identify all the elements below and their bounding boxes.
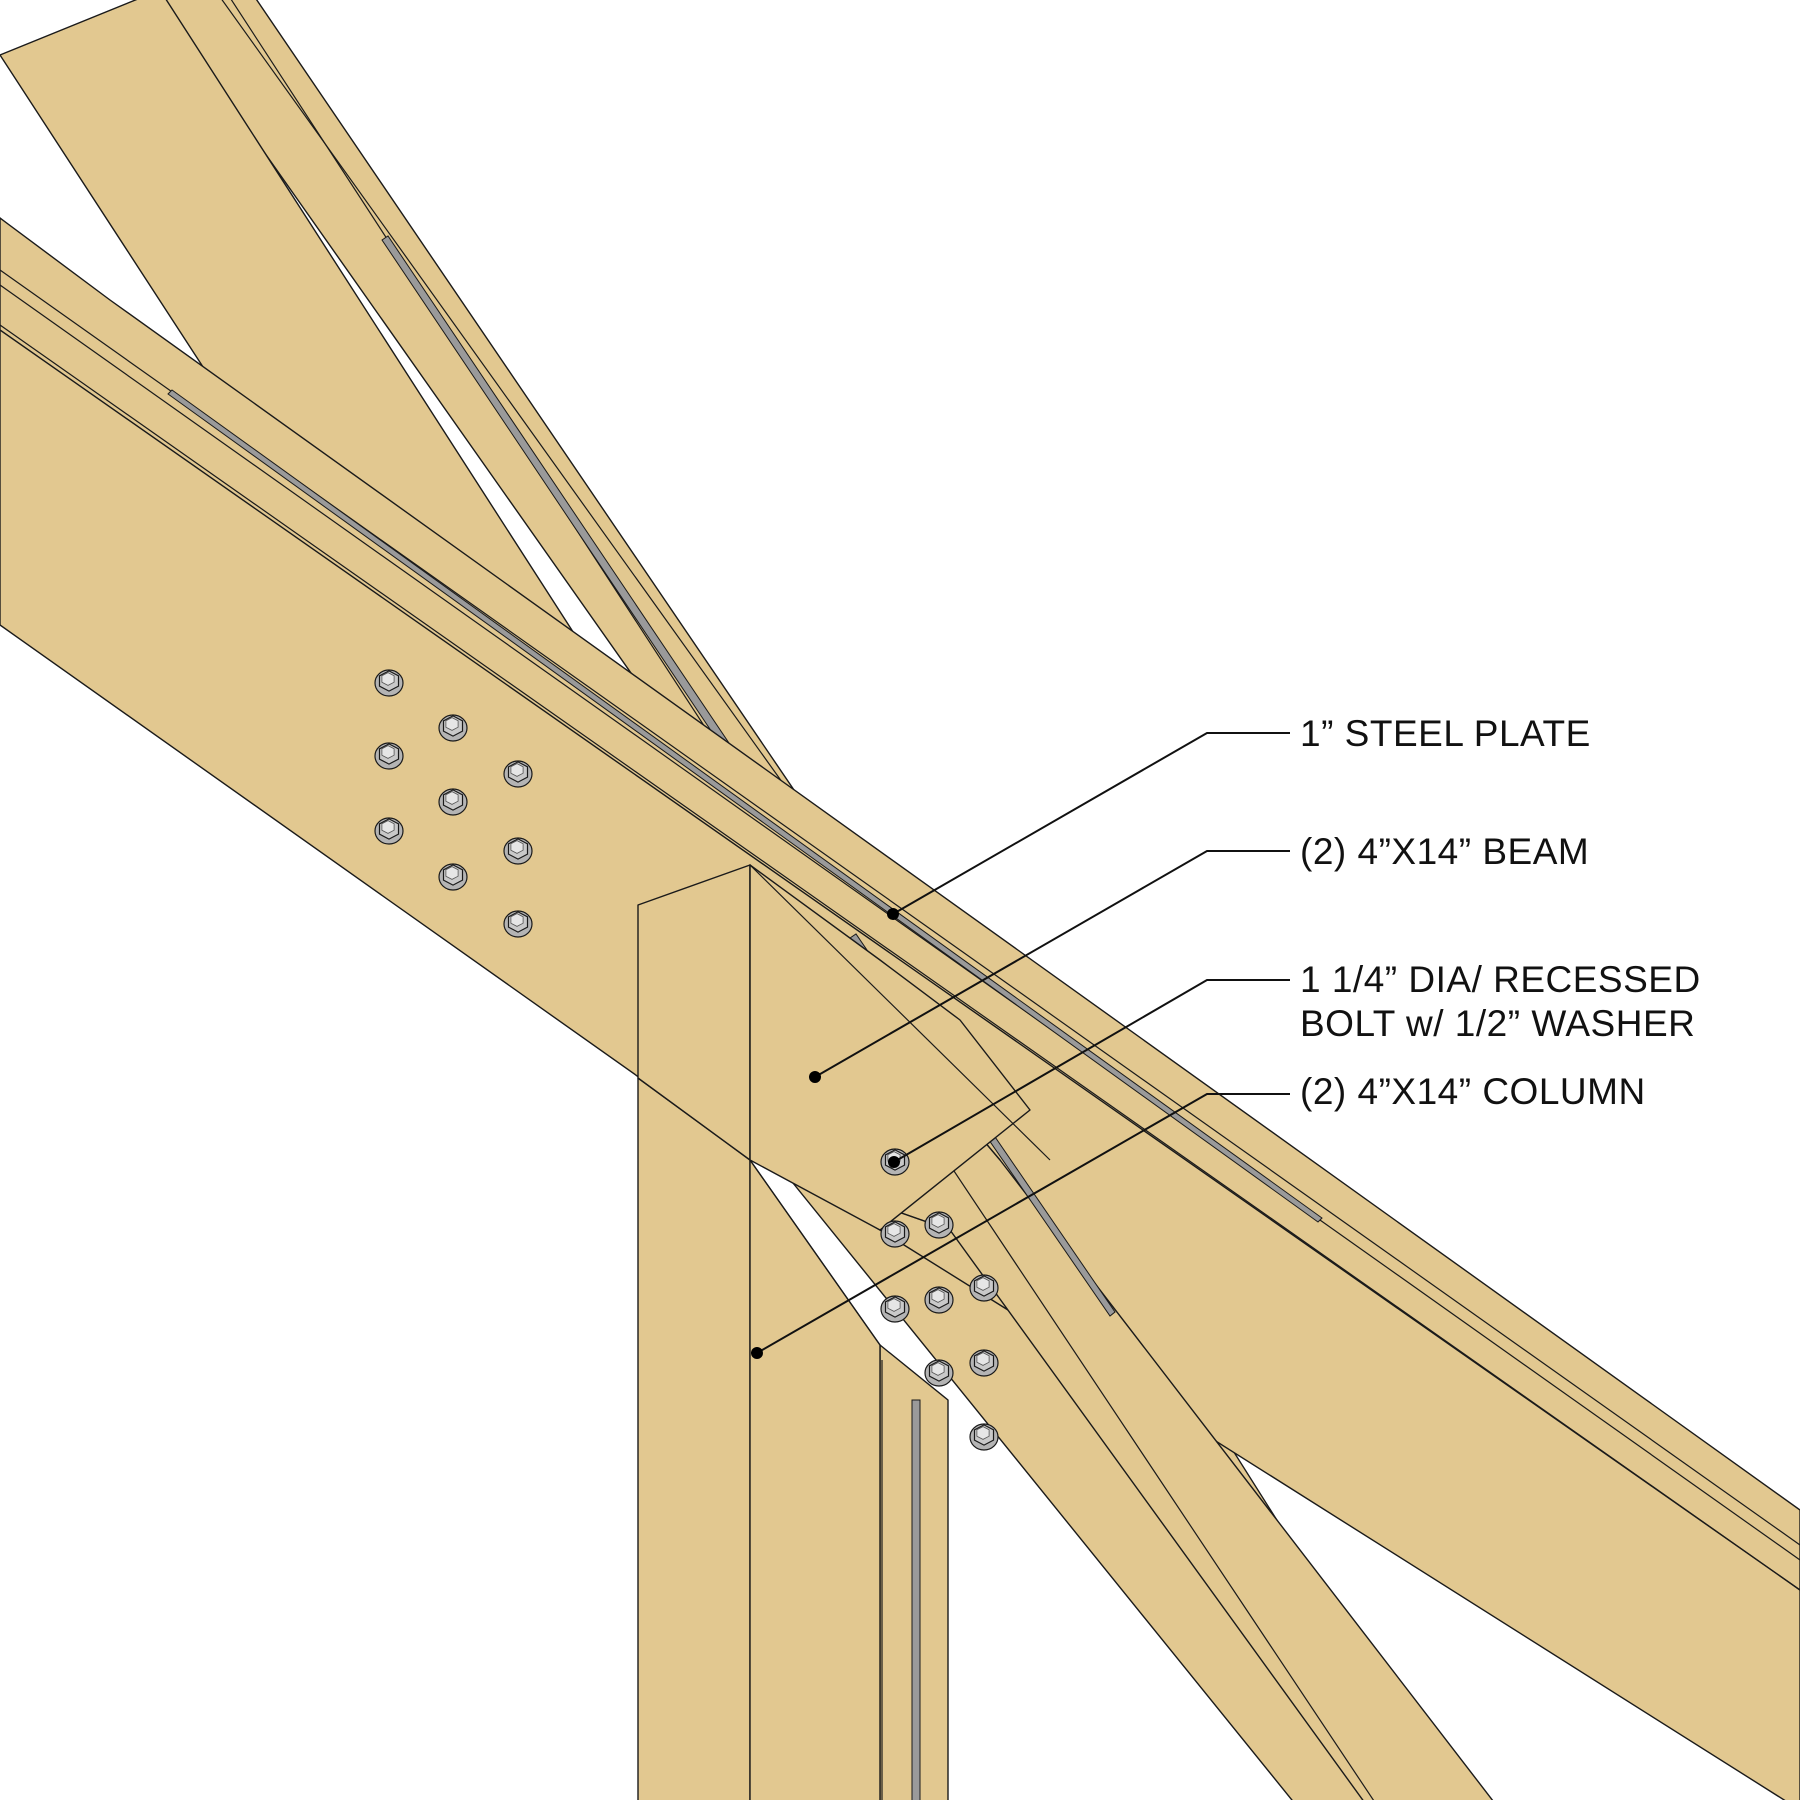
hex-bolt-icon (374, 817, 404, 845)
label-bolt-line-2: BOLT w/ 1/2” WASHER (1300, 1003, 1695, 1044)
bolt-group-beam (374, 669, 533, 938)
hex-bolt-icon (438, 714, 468, 742)
label-beam: (2) 4”X14” BEAM (1300, 831, 1589, 872)
label-bolt-line-1: 1 1/4” DIA/ RECESSED (1300, 959, 1701, 1000)
column-vertical (637, 1077, 949, 1800)
label-column: (2) 4”X14” COLUMN (1300, 1071, 1646, 1112)
hex-bolt-icon (438, 788, 468, 816)
leader-dot-column (751, 1347, 763, 1359)
leader-bolt (893, 979, 1290, 1163)
callout-labels: 1” STEEL PLATE (2) 4”X14” BEAM 1 1/4” DI… (1300, 713, 1701, 1112)
label-steel-plate: 1” STEEL PLATE (1300, 713, 1591, 754)
leader-lines (751, 732, 1290, 1359)
hex-bolt-icon (969, 1423, 999, 1451)
hex-bolt-icon (969, 1274, 999, 1302)
hex-bolt-icon (924, 1359, 954, 1387)
leader-steel-plate (892, 732, 1290, 915)
hex-bolt-icon (503, 837, 533, 865)
hex-bolt-icon (924, 1286, 954, 1314)
hex-bolt-icon (503, 910, 533, 938)
hex-bolt-icon (924, 1211, 954, 1239)
leader-beam (814, 850, 1290, 1078)
hex-bolt-icon (880, 1220, 910, 1248)
leader-column (756, 1093, 1290, 1354)
hex-bolt-icon (880, 1295, 910, 1323)
hex-bolt-icon (503, 760, 533, 788)
leader-dot-beam (809, 1071, 821, 1083)
hex-bolt-icon (438, 863, 468, 891)
joint-panel (749, 864, 1051, 1346)
hex-bolt-icon (969, 1349, 999, 1377)
hex-bolt-icon (374, 669, 404, 697)
leader-dot-steel-plate (887, 908, 899, 920)
leader-dot-bolt (888, 1156, 900, 1168)
hex-bolt-icon (374, 742, 404, 770)
